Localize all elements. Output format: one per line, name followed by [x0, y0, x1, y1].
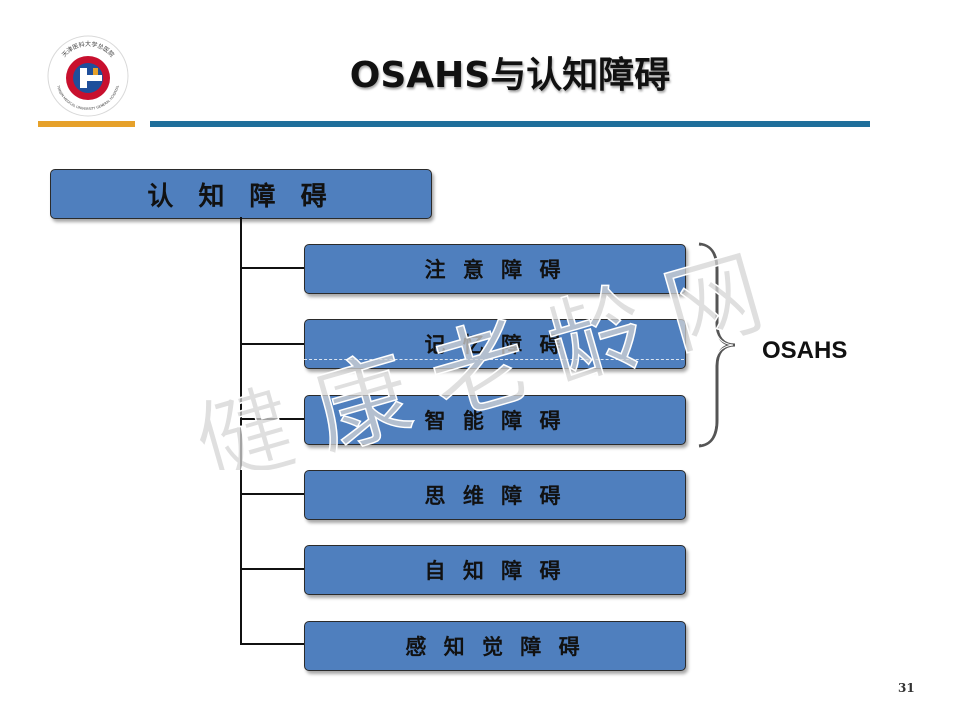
title-rule [150, 121, 870, 127]
title-rule-accent [38, 121, 135, 127]
child-node-memory: 记 忆 障 碍 [304, 319, 686, 369]
root-node: 认 知 障 碍 [50, 169, 432, 219]
curly-brace [698, 242, 736, 448]
hospital-logo: 天津医科大学总医院 TIANJIN MEDICAL UNIVERSITY GEN… [47, 35, 129, 117]
child-node-intelligence: 智 能 障 碍 [304, 395, 686, 445]
branch-line [240, 343, 304, 345]
branch-line [240, 568, 304, 570]
page-number: 31 [898, 681, 915, 695]
slide-title: OSAHS与认知障碍 [349, 55, 671, 96]
child-node-perception: 感 知 觉 障 碍 [304, 621, 686, 671]
brace-label: OSAHS [762, 337, 848, 364]
dashed-divider [304, 359, 684, 360]
branch-line [240, 418, 304, 420]
tree-trunk-line [240, 217, 242, 644]
child-node-thinking: 思 维 障 碍 [304, 470, 686, 520]
branch-line [240, 267, 304, 269]
child-node-insight: 自 知 障 碍 [304, 545, 686, 595]
branch-line [240, 643, 304, 645]
child-node-attention: 注 意 障 碍 [304, 244, 686, 294]
branch-line [240, 493, 304, 495]
